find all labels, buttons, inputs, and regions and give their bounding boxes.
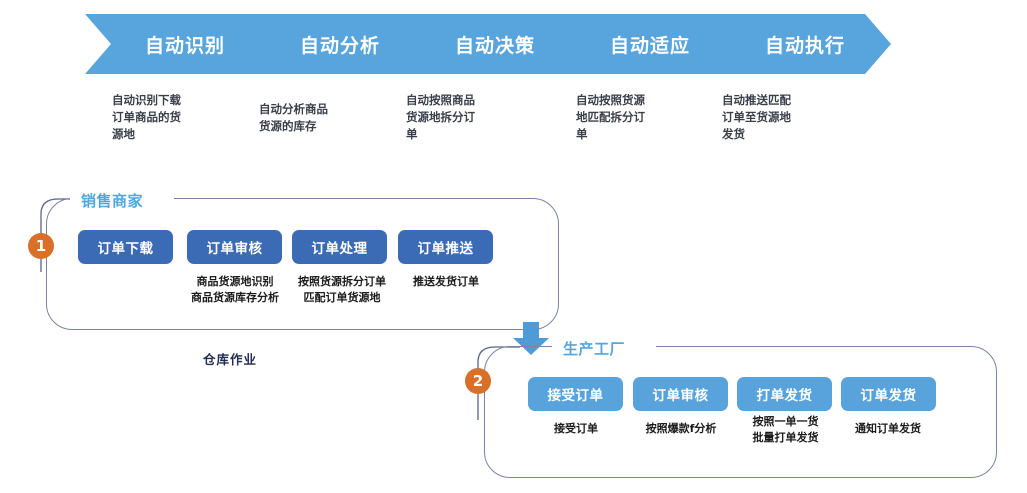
chevron-step-3[interactable]: 自动决策: [395, 14, 581, 74]
caption-order-push: 推送发货订单: [413, 275, 479, 288]
panel-sales-merchant: [46, 198, 559, 330]
panel-production-factory-title: 生产工厂: [556, 338, 633, 359]
button-order-download[interactable]: 订单下载: [78, 230, 173, 264]
chevron-step-4[interactable]: 自动适应: [550, 14, 736, 74]
chevron-step-5-label: 自动执行: [764, 34, 845, 57]
button-order-review-label: 订单审核: [206, 241, 263, 257]
caption-order-review: 商品货源地识别 商品货源库存分析: [191, 275, 279, 304]
chevron-step-5[interactable]: 自动执行: [705, 14, 891, 74]
chevron-step-2[interactable]: 自动分析: [240, 14, 426, 74]
button-order-push[interactable]: 订单推送: [398, 230, 493, 264]
process-chevron-row: 自动识别 自动分析 自动决策 自动适应 自动执行: [0, 14, 1027, 74]
button-factory-order-review[interactable]: 订单审核: [633, 377, 728, 411]
chevron-step-1[interactable]: 自动识别: [85, 14, 271, 74]
chevron-caption-3: 自动按照商品 货源地拆分订 单: [406, 93, 475, 141]
button-order-download-label: 订单下载: [97, 241, 154, 257]
panel-sales-merchant-title: 销售商家: [74, 190, 151, 211]
chevron-caption-4: 自动按照货源 地匹配拆分订 单: [576, 93, 645, 141]
button-order-process[interactable]: 订单处理: [292, 230, 387, 264]
caption-accept-order: 接受订单: [554, 422, 598, 435]
caption-order-process: 按照货源拆分订单 匹配订单货源地: [298, 275, 386, 304]
down-arrow-icon: [513, 322, 549, 355]
button-order-push-label: 订单推送: [417, 241, 474, 257]
chevron-caption-1: 自动识别下载 订单商品的货 源地: [112, 93, 181, 141]
button-accept-order[interactable]: 接受订单: [528, 377, 623, 411]
chevron-caption-2: 自动分析商品 货源的库存: [259, 102, 328, 133]
button-print-ship-label: 打单发货: [756, 388, 813, 404]
chevron-step-2-label: 自动分析: [299, 34, 380, 57]
caption-order-shipment: 通知订单发货: [855, 422, 921, 435]
button-order-review[interactable]: 订单审核: [187, 230, 282, 264]
button-order-shipment[interactable]: 订单发货: [841, 377, 936, 411]
button-factory-order-review-label: 订单审核: [652, 388, 709, 404]
badge-step-1: 1: [28, 233, 54, 259]
warehouse-operation-label: 仓库作业: [203, 352, 258, 367]
chevron-step-4-label: 自动适应: [609, 34, 690, 57]
button-order-shipment-label: 订单发货: [860, 388, 917, 404]
caption-print-ship: 按照一单一货 批量打单发货: [752, 415, 819, 444]
button-print-ship[interactable]: 打单发货: [737, 377, 832, 411]
chevron-caption-5: 自动推送匹配 订单至货源地 发货: [722, 93, 791, 141]
panel-production-factory: [484, 346, 997, 478]
badge-step-2: 2: [465, 368, 491, 394]
chevron-step-1-label: 自动识别: [144, 34, 225, 57]
chevron-step-3-label: 自动决策: [454, 34, 535, 57]
button-order-process-label: 订单处理: [311, 241, 368, 257]
button-accept-order-label: 接受订单: [547, 388, 604, 404]
caption-factory-order-review: 按照爆款f分析: [645, 422, 717, 435]
